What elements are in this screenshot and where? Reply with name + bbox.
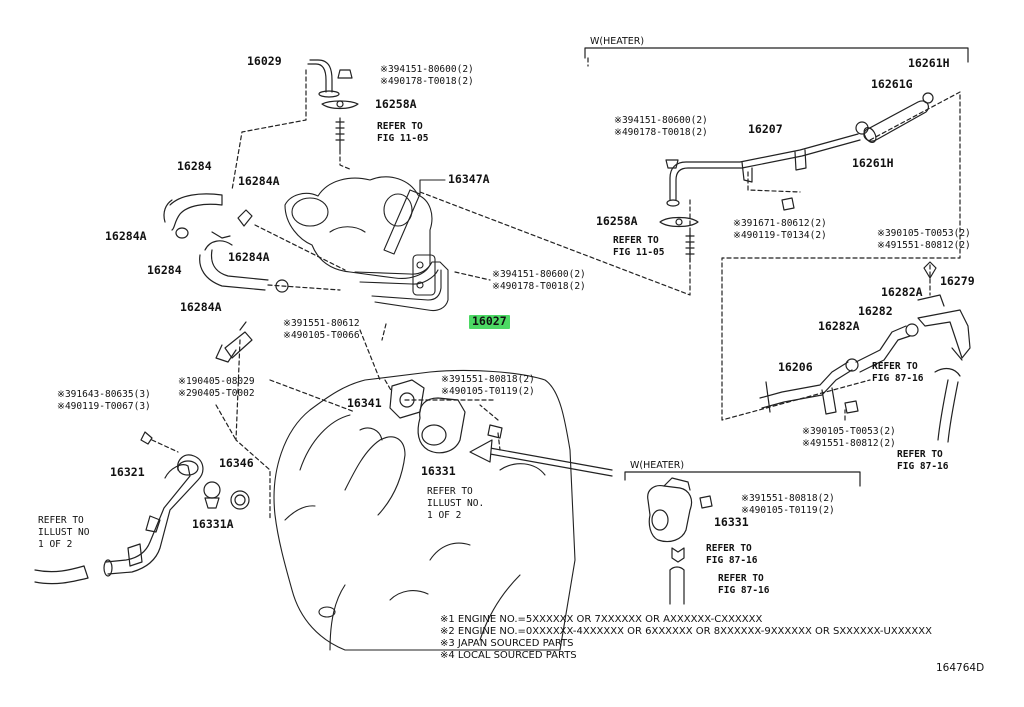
part-16284-top[interactable]: 16284 xyxy=(177,159,212,173)
engine-block xyxy=(273,369,576,651)
spec-manifold-bolt: ※391551-80612※490105-T0066 xyxy=(283,318,360,341)
pipe-16207 xyxy=(659,92,934,263)
part-16284A-3[interactable]: 16284A xyxy=(228,250,270,264)
part-16279[interactable]: 16279 xyxy=(940,274,975,288)
part-16207[interactable]: 16207 xyxy=(748,122,783,136)
spec-right-lower: ※390105-T0053(2)※491551-80812(2) xyxy=(802,426,896,449)
pointer-arrow xyxy=(469,439,613,477)
turbo-assembly xyxy=(284,176,449,312)
footnote-1: ※1 ENGINE NO.=5XXXXXX OR 7XXXXXX OR AXXX… xyxy=(440,614,763,625)
heater-group-bracket-lower xyxy=(624,471,861,487)
part-16331A[interactable]: 16331A xyxy=(192,517,234,531)
spec-left-bolt: ※391643-80635(3)※490119-T0067(3) xyxy=(57,389,151,412)
pipe-16321 xyxy=(34,431,250,585)
part-16261H-top[interactable]: 16261H xyxy=(908,56,950,70)
spec-manifold-nut: ※394151-80600(2)※490178-T0018(2) xyxy=(492,269,586,292)
part-16284A-1[interactable]: 16284A xyxy=(238,174,280,188)
part-16029[interactable]: 16029 xyxy=(247,54,282,68)
pipe-16206 xyxy=(759,261,971,443)
heater-group-label-bottom: W(HEATER) xyxy=(630,460,685,471)
part-16258A-top[interactable]: 16258A xyxy=(375,97,417,111)
part-16321[interactable]: 16321 xyxy=(110,465,145,479)
pipe-16029 xyxy=(307,59,359,151)
part-16282A-1[interactable]: 16282A xyxy=(881,285,923,299)
part-16261H-mid[interactable]: 16261H xyxy=(852,156,894,170)
spec-16029-fasteners: ※394151-80600(2)※490178-T0018(2) xyxy=(380,64,474,87)
heater-group-bracket xyxy=(584,47,969,63)
part-16331-right[interactable]: 16331 xyxy=(714,515,749,529)
spec-right-upper: ※390105-T0053(2)※491551-80812(2) xyxy=(877,228,971,251)
part-16261G[interactable]: 16261G xyxy=(871,77,913,91)
heater-housing-lower xyxy=(647,477,713,605)
footnote-3: ※3 JAPAN SOURCED PARTS xyxy=(440,638,574,649)
part-16284-mid[interactable]: 16284 xyxy=(147,263,182,277)
spec-heater-left-fasteners: ※394151-80600(2)※490178-T0018(2) xyxy=(614,115,708,138)
part-16282[interactable]: 16282 xyxy=(858,304,893,318)
part-16331-center[interactable]: 16331 xyxy=(421,464,456,478)
part-16027-highlighted[interactable]: 16027 xyxy=(469,315,510,329)
leader-lines xyxy=(151,57,961,519)
part-16284A-2[interactable]: 16284A xyxy=(105,229,147,243)
part-16284A-4[interactable]: 16284A xyxy=(180,300,222,314)
footnotes: ※1 ENGINE NO.=5XXXXXX OR 7XXXXXX OR AXXX… xyxy=(440,614,932,662)
spec-hose-clip: ※190405-08029※290405-T0002 xyxy=(178,376,255,399)
part-16282A-2[interactable]: 16282A xyxy=(818,319,860,333)
figure-id: 164764D xyxy=(936,662,985,674)
part-16346[interactable]: 16346 xyxy=(219,456,254,470)
thermostat-housing xyxy=(389,379,503,454)
hoses-16284 xyxy=(163,193,289,363)
spec-bottom-right: ※391551-80818(2)※490105-T0119(2) xyxy=(741,493,835,516)
footnote-2: ※2 ENGINE NO.=0XXXXXX-4XXXXXX OR 6XXXXXX… xyxy=(440,626,932,637)
part-16206[interactable]: 16206 xyxy=(778,360,813,374)
part-16347A[interactable]: 16347A xyxy=(448,172,490,186)
part-16258A-right[interactable]: 16258A xyxy=(596,214,638,228)
spec-heater-bolt: ※391671-80612(2)※490119-T0134(2) xyxy=(733,218,827,241)
heater-group-label-top: W(HEATER) xyxy=(590,36,645,47)
spec-center-bolt: ※391551-80818(2)※490105-T0119(2) xyxy=(441,374,535,397)
part-16341[interactable]: 16341 xyxy=(347,396,382,410)
footnote-4: ※4 LOCAL SOURCED PARTS xyxy=(440,650,577,661)
